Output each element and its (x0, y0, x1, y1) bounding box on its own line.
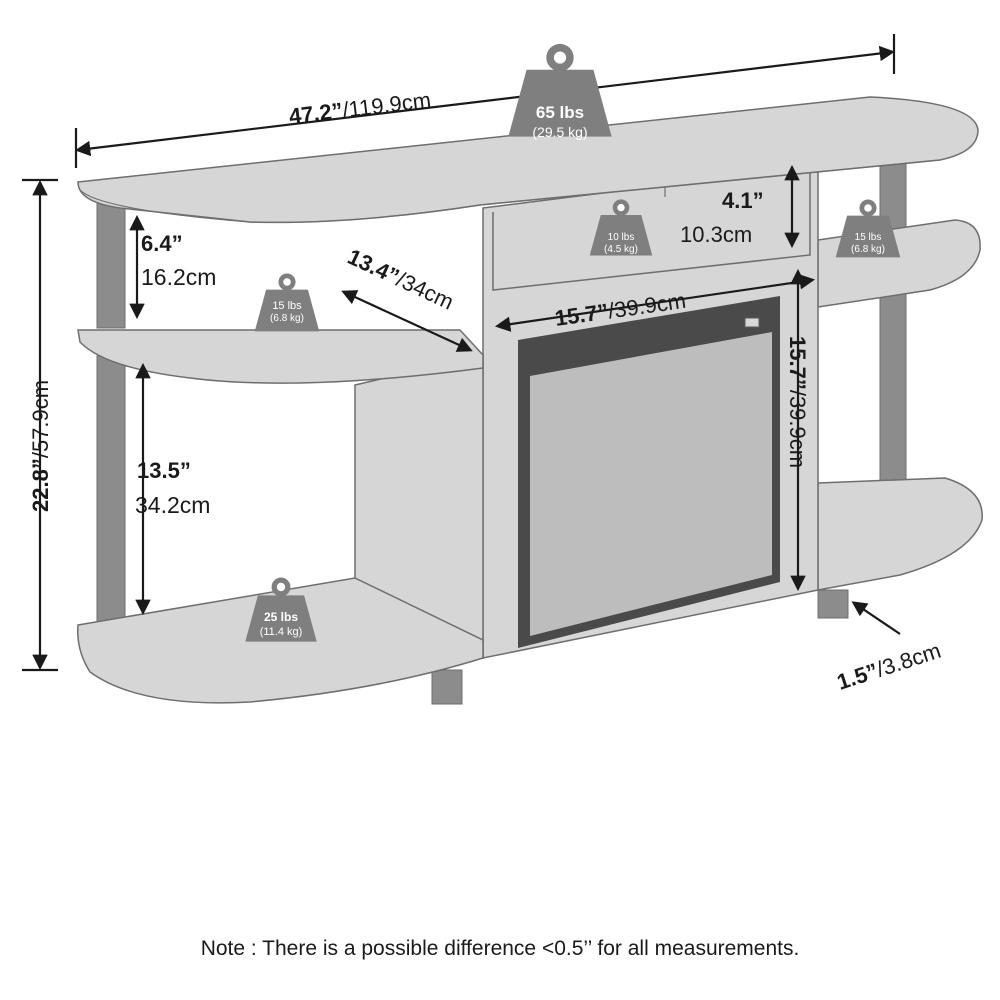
weight-bottom-lbs: 25 lbs (264, 610, 298, 624)
weight-icon-top (508, 43, 612, 137)
upper-gap-inch: 6.4” (141, 231, 183, 256)
post-right (879, 155, 907, 485)
upper-gap-cm: 16.2cm (141, 264, 216, 290)
lower-gap-cm: 34.2cm (135, 492, 210, 518)
shelf-right-bottom (817, 477, 983, 591)
weight-center-kg: (4.5 kg) (604, 244, 638, 255)
dimension-lines (22, 34, 901, 672)
measurement-note: Note : There is a possible difference <0… (200, 937, 800, 960)
door-handle (744, 317, 760, 328)
weight-left-lbs: 15 lbs (272, 300, 302, 312)
weight-right-kg: (6.8 kg) (851, 244, 885, 255)
dimension-labels: 47.2”/119.9cm 22.8”/57.9cm 6.4” 16.2cm 1… (28, 87, 944, 695)
shelf-left-middle (77, 329, 484, 384)
lower-gap-inch: 13.5” (137, 458, 191, 483)
weight-left-kg: (6.8 kg) (270, 313, 304, 324)
post-left-lower (96, 355, 126, 635)
tv-stand (77, 96, 983, 705)
weight-bottom-kg: (11.4 kg) (260, 626, 303, 638)
foot-right (817, 589, 849, 619)
width-label: 47.2”/119.9cm (288, 87, 433, 129)
weight-right-lbs: 15 lbs (855, 232, 882, 243)
top-gap-inch: 4.1” (722, 188, 764, 213)
weight-top-lbs: 65 lbs (536, 103, 584, 122)
top-gap-cm: 10.3cm (680, 222, 752, 247)
shelf-right-middle (817, 219, 981, 308)
weight-center-lbs: 10 lbs (608, 232, 635, 243)
post-left-upper (96, 189, 126, 329)
leg-height-label: 1.5”/3.8cm (834, 638, 944, 695)
foot-center (431, 669, 463, 705)
depth-label: 13.4”/34cm (344, 244, 458, 315)
cabinet-door (530, 332, 772, 636)
cubby-height-label: 15.7”/39.9cm (785, 336, 810, 468)
height-label: 22.8”/57.9cm (28, 380, 53, 512)
tv-stand-dimension-diagram: 47.2”/119.9cm 22.8”/57.9cm 6.4” 16.2cm 1… (22, 34, 983, 705)
weight-top-kg: (29.5 kg) (532, 124, 587, 140)
